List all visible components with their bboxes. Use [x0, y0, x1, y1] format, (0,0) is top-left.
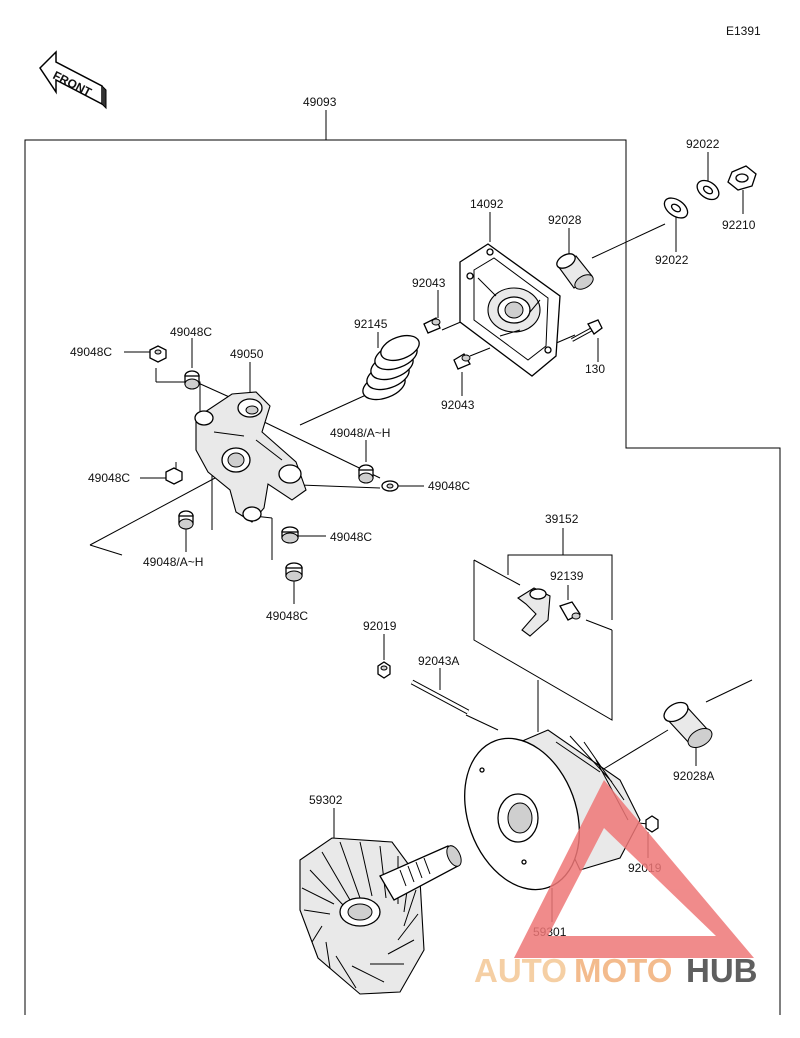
nut-92210 [727, 165, 757, 191]
label-92210: 92210 [722, 218, 756, 232]
roller-49048ah-left [178, 510, 194, 530]
label-92028: 92028 [548, 213, 582, 227]
roller-49048c-top-left [149, 345, 167, 363]
roller-49048c-right [381, 480, 399, 492]
label-49048ah-left: 49048/A~H [143, 555, 203, 569]
label-49048c-bottom: 49048C [266, 609, 308, 623]
leader-lines [89, 152, 753, 922]
label-92019-upper: 92019 [363, 619, 397, 633]
fixed-sheave-59302 [299, 837, 462, 995]
label-49048c-mid: 49048C [330, 530, 372, 544]
label-92022-lower: 92022 [655, 253, 689, 267]
bushing-92028 [556, 253, 594, 290]
shaft-92043a [410, 679, 470, 715]
watermark-logo: AUTO MOTO HUB [474, 780, 758, 989]
cover-plate-14092 [459, 243, 561, 377]
label-92028a: 92028A [673, 769, 714, 783]
dowel-pin-92043-lower [453, 353, 471, 370]
label-92145: 92145 [354, 317, 388, 331]
label-49048c-left: 49048C [70, 345, 112, 359]
nut-92019-upper [377, 661, 391, 679]
roller-49048c-left-mid [165, 467, 183, 485]
washer-92022-upper [696, 179, 720, 201]
roller-49048c-mid [281, 526, 299, 544]
pin-92139 [559, 601, 581, 621]
watermark-text-hub: HUB [686, 952, 758, 989]
watermark-text-auto: AUTO [474, 952, 567, 989]
label-92139: 92139 [550, 569, 584, 583]
label-14092: 14092 [470, 197, 504, 211]
dowel-pin-92043-upper [423, 317, 441, 334]
label-92043-lower: 92043 [441, 398, 475, 412]
movable-sheave-59301 [464, 729, 641, 891]
bushing-92028a [663, 701, 713, 748]
bolt-130 [571, 319, 603, 342]
spider-49050 [194, 391, 307, 523]
label-39152: 39152 [545, 512, 579, 526]
washer-92022-lower [663, 197, 689, 219]
spring-92145 [362, 334, 420, 401]
label-49048ah-right: 49048/A~H [330, 426, 390, 440]
diagram-code: E1391 [726, 24, 761, 38]
label-92022-upper: 92022 [686, 137, 720, 151]
assembly-frame [24, 110, 781, 1015]
label-92043a: 92043A [418, 654, 459, 668]
roller-49048c-bottom [285, 562, 303, 582]
label-49048c-left-mid: 49048C [88, 471, 130, 485]
nut-92019-lower [645, 815, 659, 833]
label-49093: 49093 [303, 95, 337, 109]
label-49048c-top: 49048C [170, 325, 212, 339]
label-130: 130 [585, 362, 605, 376]
label-59302: 59302 [309, 793, 343, 807]
weight-arm-39152 [517, 587, 551, 637]
front-arrow-icon: FRONT [39, 50, 107, 110]
roller-49048c-top [184, 370, 200, 390]
watermark-text-moto: MOTO [574, 952, 672, 989]
roller-49048ah-right [358, 464, 374, 484]
label-49048c-right: 49048C [428, 479, 470, 493]
part-number-labels: 49093 92022 92210 14092 92028 92022 9204… [70, 95, 756, 939]
label-49050: 49050 [230, 347, 264, 361]
label-92043-upper: 92043 [412, 276, 446, 290]
warning-triangle-icon [514, 780, 754, 958]
